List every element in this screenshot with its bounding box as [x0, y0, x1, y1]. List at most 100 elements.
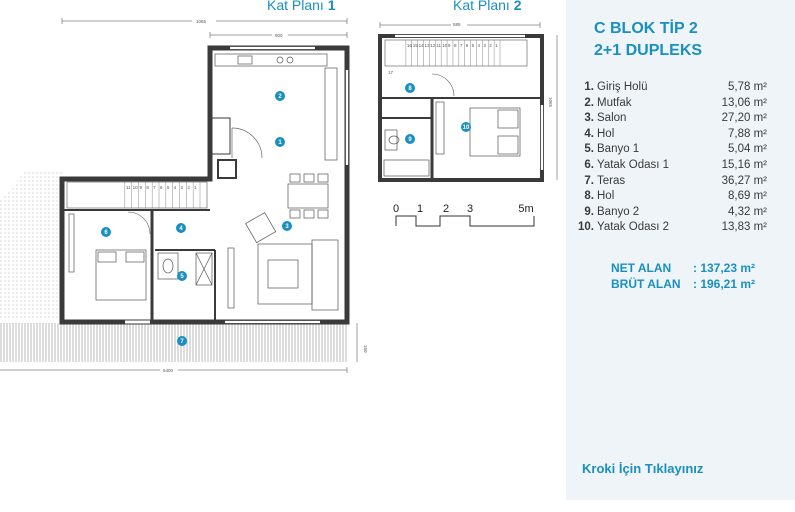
stair-step-label: 11	[436, 43, 441, 48]
room-bubble-label: 8	[408, 86, 412, 92]
room-bubble	[101, 227, 111, 237]
stair-step-label: 11	[126, 185, 131, 190]
room-name: Teras	[597, 174, 626, 187]
room-bubble	[177, 336, 187, 346]
stair-step-label: 3	[483, 43, 486, 48]
stair-step-label: 1	[194, 185, 197, 190]
room-bubble-label: 6	[104, 230, 108, 236]
stair-step-label: 9	[448, 43, 451, 48]
area-summary: NET ALAN : 137,23 m² BRÜT ALAN : 196,21 …	[611, 260, 767, 292]
net-area-value: : 137,23 m²	[693, 261, 756, 275]
room-bubble	[405, 134, 415, 144]
room-bubble-label: 1	[278, 140, 282, 146]
scale-label: 3	[467, 203, 473, 215]
stair-step-label: 8	[454, 43, 457, 48]
plan2-title: Kat Planı 2	[453, 0, 522, 13]
room-number: 8.	[584, 190, 594, 203]
plan2-dim-width: 585	[453, 22, 461, 27]
room-bubble	[461, 122, 471, 132]
stair-step-label: 7	[460, 43, 463, 48]
room-number: 2.	[584, 96, 594, 109]
stair-step-label: 5	[167, 185, 170, 190]
floor-plan-drawing: 1065 900 5400 150	[0, 18, 558, 373]
room-area: 7,88 m²	[728, 127, 767, 140]
stair-step-label: 3	[181, 185, 184, 190]
stair-step-label: 1	[495, 43, 498, 48]
plan2-dim-height: 1065	[548, 97, 553, 108]
plan1-title: Kat Planı 1	[267, 0, 336, 13]
net-area-label: NET ALAN	[611, 261, 672, 275]
stair-step-17: 17	[388, 70, 394, 75]
room-row: 5.Banyo 1 5,04 m²	[570, 142, 767, 158]
panel-title: C BLOK TİP 2 2+1 DUPLEKS	[594, 18, 702, 62]
room-bubble	[177, 271, 187, 281]
room-number: 7.	[584, 174, 594, 187]
room-name: Banyo 2	[597, 205, 640, 218]
room-name: Yatak Odası 1	[597, 158, 670, 171]
scale-label: 0	[393, 203, 399, 215]
room-number: 4.	[584, 127, 594, 140]
room-area: 13,06 m²	[721, 96, 767, 109]
room-bubble-label: 2	[278, 94, 282, 100]
stair-step-label: 10	[442, 43, 448, 48]
room-number: 5.	[584, 143, 594, 156]
room-number: 10.	[578, 221, 594, 234]
title-block: C BLOK TİP 2	[594, 20, 698, 37]
room-name: Yatak Odası 2	[597, 221, 670, 234]
stair-step-label: 4	[477, 43, 480, 48]
room-bubble-label: 9	[408, 137, 412, 143]
room-name: Salon	[597, 112, 627, 125]
bathroom1-fixtures	[157, 252, 213, 286]
sketch-link[interactable]: Kroki İçin Tıklayınız	[582, 461, 704, 476]
stair-step-label: 2	[489, 43, 492, 48]
stair-step-label: 9	[140, 185, 143, 190]
stair-step-label: 5	[472, 43, 475, 48]
room-name: Banyo 1	[597, 143, 640, 156]
plan2-furniture	[383, 101, 521, 177]
stair-step-label: 7	[153, 185, 156, 190]
room-number: 1.	[584, 81, 594, 93]
scale-label: 2	[443, 203, 449, 215]
room-bubble	[176, 223, 186, 233]
room-bubble-label: 3	[285, 224, 289, 230]
bedroom1-furniture	[68, 213, 147, 301]
plan1-dim-bottom: 5400	[163, 368, 174, 373]
kitchen-counter	[214, 53, 338, 161]
stair-step-label: 13	[425, 43, 431, 48]
room-area: 5,04 m²	[728, 143, 767, 156]
plan1-dim-upper: 900	[275, 33, 283, 38]
room-bubble-label: 4	[179, 226, 183, 232]
scale-label: 5m	[518, 203, 533, 215]
room-bubble-label: 5	[180, 274, 184, 280]
living-room-furniture	[227, 212, 339, 311]
stair-step-label: 2	[187, 185, 190, 190]
stair-step-label: 6	[160, 185, 163, 190]
stair-step-label: 4	[174, 185, 177, 190]
stair-step-label: 12	[430, 43, 436, 48]
room-bubble	[275, 137, 285, 147]
room-bubble-label: 10	[463, 125, 470, 131]
terrace-hatch	[0, 323, 347, 362]
room-number: 9.	[584, 205, 594, 218]
room-bubble	[282, 221, 292, 231]
stair-step-label: 16	[407, 43, 413, 48]
plan1-dim-terrace: 150	[363, 345, 368, 353]
stair-step-label: 8	[146, 185, 149, 190]
room-area: 15,16 m²	[721, 158, 767, 171]
room-number: 3.	[584, 112, 594, 125]
